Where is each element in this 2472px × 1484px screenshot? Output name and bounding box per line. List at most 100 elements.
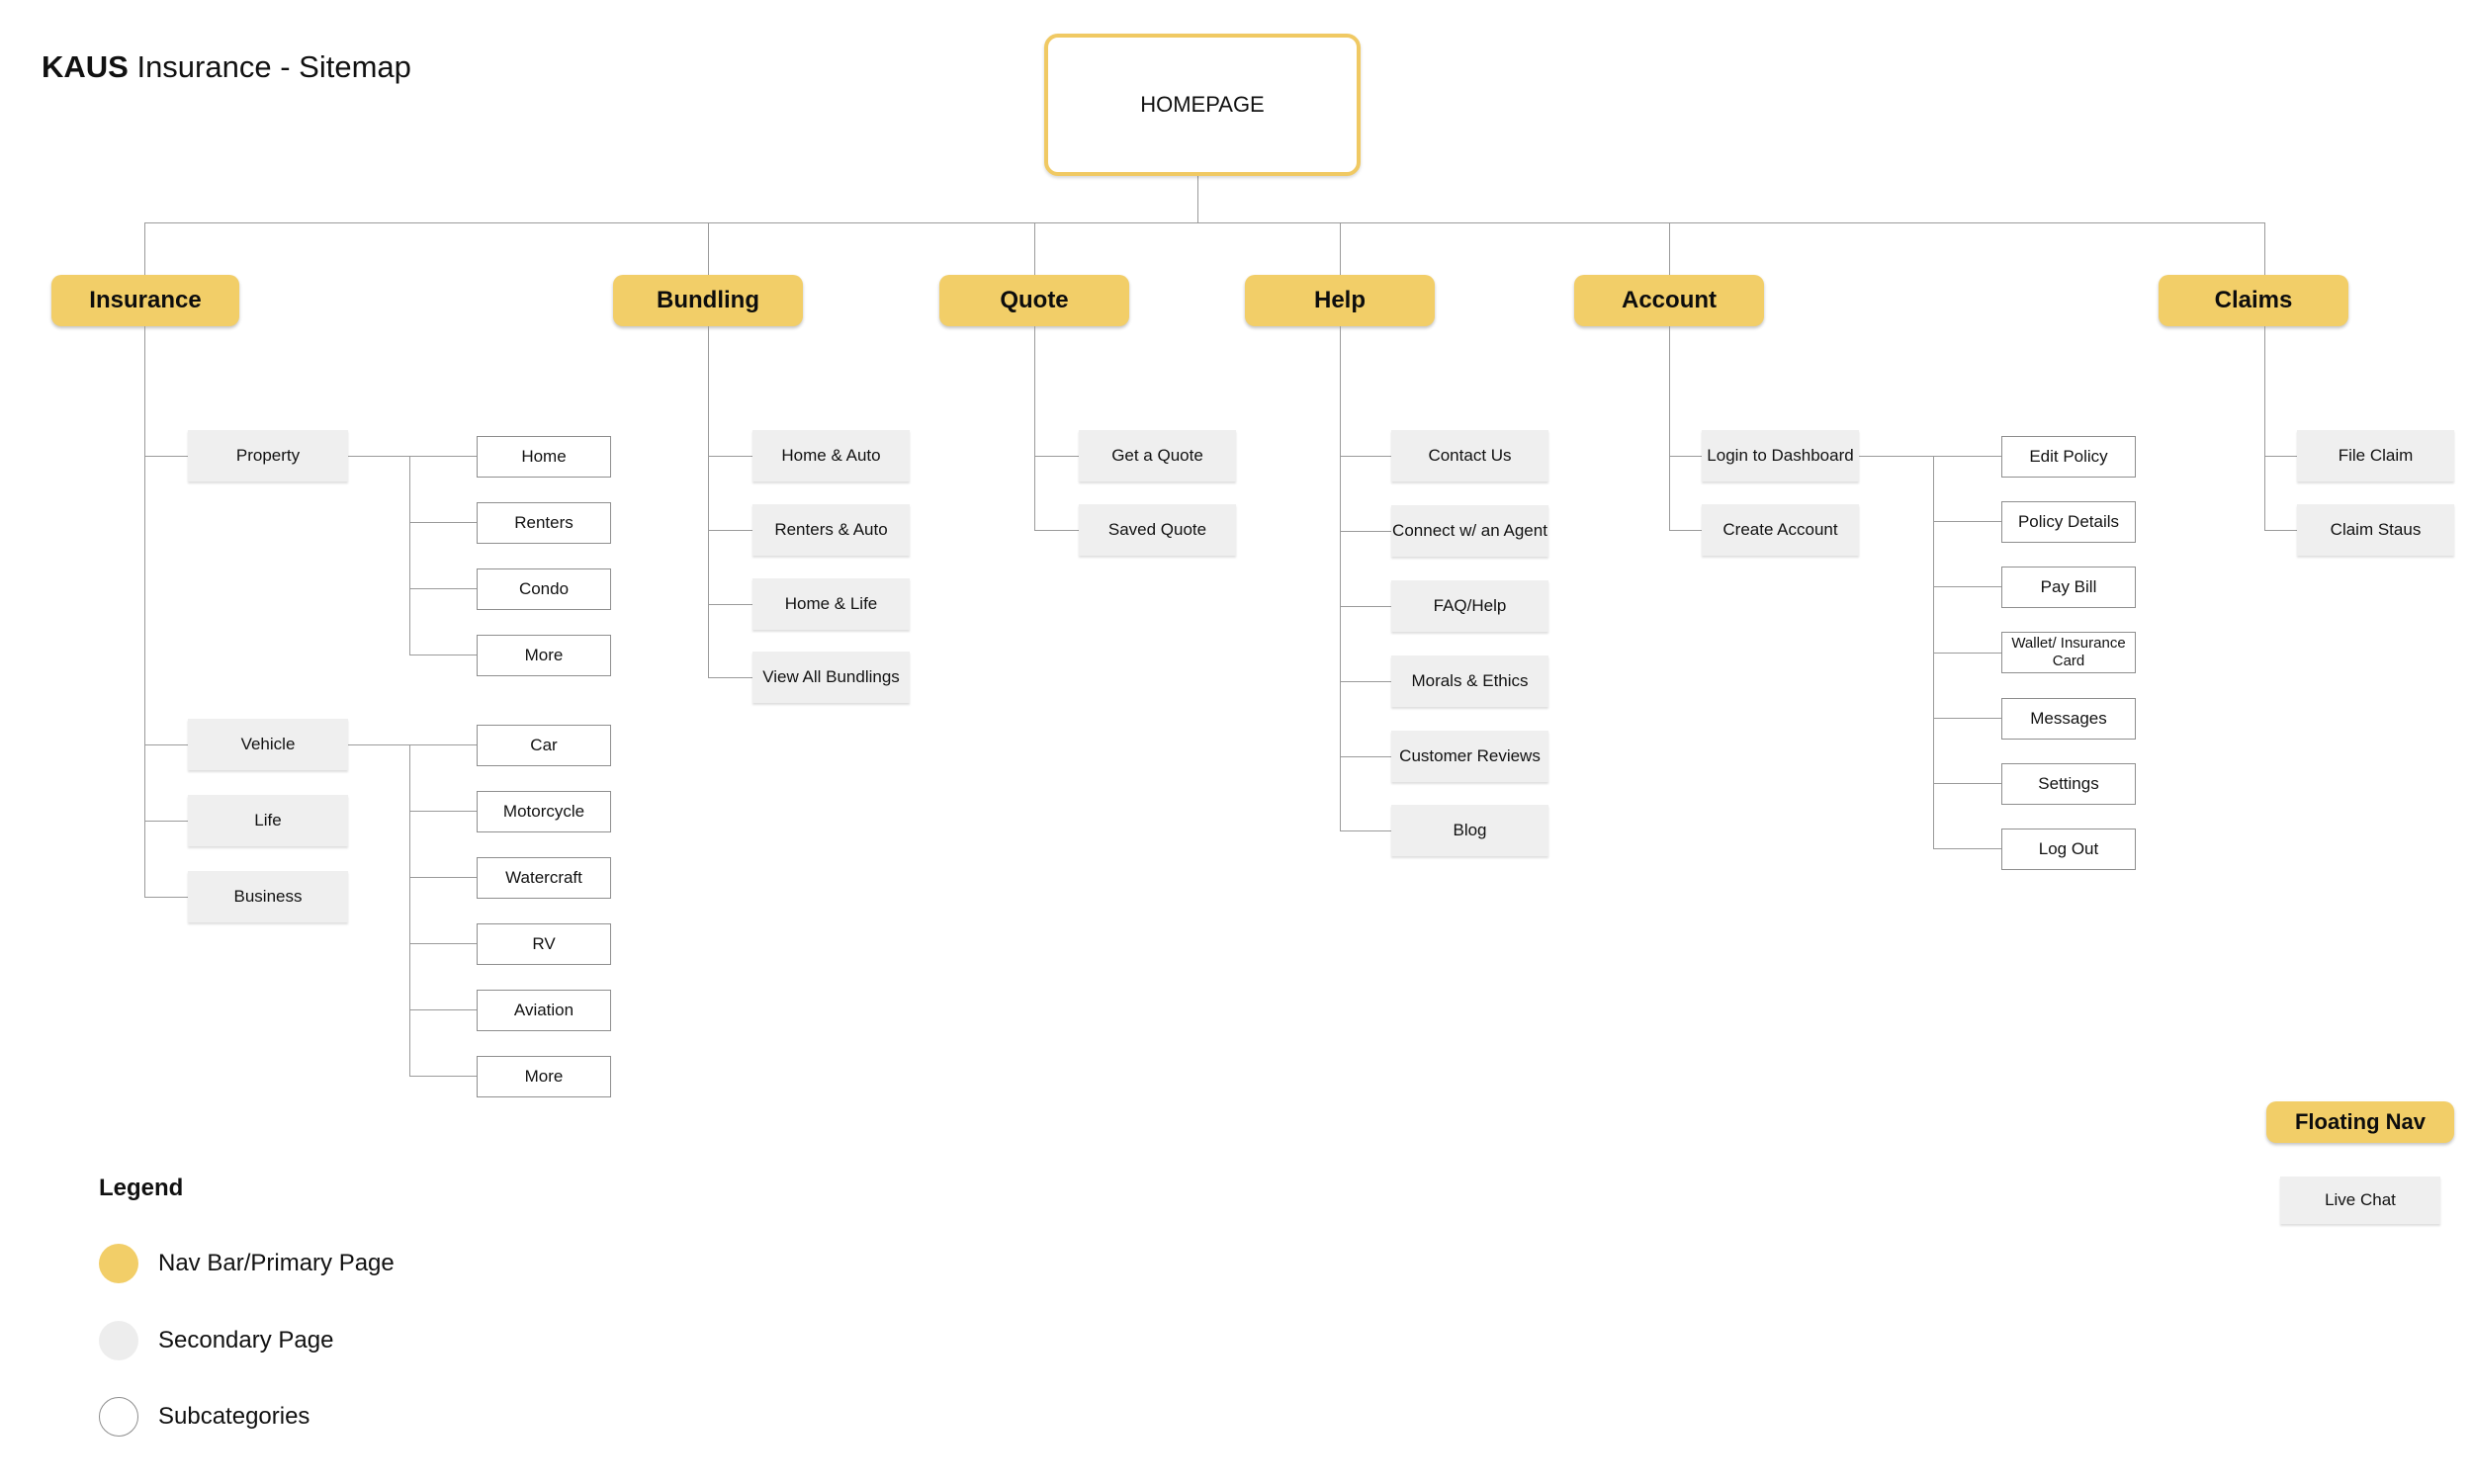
node-business[interactable]: Business xyxy=(188,871,348,922)
node-label: Policy Details xyxy=(2017,511,2120,531)
connector-help-stub-6 xyxy=(1340,830,1391,831)
node-label: Renters xyxy=(514,512,574,532)
node-label: Bundling xyxy=(657,286,759,313)
node-label: Settings xyxy=(2038,773,2099,793)
connector-drop-quote xyxy=(1034,222,1035,275)
connector-insurance-stub-vehicle xyxy=(144,744,188,745)
node-label: More xyxy=(524,1066,564,1086)
node-renters[interactable]: Renters xyxy=(477,502,611,544)
connector-vehicle-sub-more xyxy=(409,1076,477,1077)
connector-drop-claims xyxy=(2264,222,2265,275)
node-label: Quote xyxy=(1000,286,1069,313)
node-life[interactable]: Life xyxy=(188,795,348,846)
node-label: Log Out xyxy=(2038,838,2099,858)
node-live-chat[interactable]: Live Chat xyxy=(2280,1177,2440,1224)
node-connect-with-agent[interactable]: Connect w/ an Agent xyxy=(1391,505,1548,557)
node-home[interactable]: Home xyxy=(477,436,611,478)
node-insurance[interactable]: Insurance xyxy=(51,275,239,326)
connector-root-bus xyxy=(144,222,2265,223)
node-rv[interactable]: RV xyxy=(477,923,611,965)
node-label: View All Bundlings xyxy=(762,666,900,686)
node-get-a-quote[interactable]: Get a Quote xyxy=(1079,430,1236,481)
node-messages[interactable]: Messages xyxy=(2001,698,2136,740)
node-label: Messages xyxy=(2030,708,2107,728)
node-file-claim[interactable]: File Claim xyxy=(2297,430,2454,481)
node-edit-policy[interactable]: Edit Policy xyxy=(2001,436,2136,478)
node-motorcycle[interactable]: Motorcycle xyxy=(477,791,611,832)
connector-dashboard-sub-1 xyxy=(1933,456,2001,457)
node-label: Aviation xyxy=(513,1000,574,1019)
legend-swatch-secondary-icon xyxy=(99,1321,138,1360)
node-home-life[interactable]: Home & Life xyxy=(752,578,910,630)
node-more-vehicle[interactable]: More xyxy=(477,1056,611,1097)
legend-title: Legend xyxy=(99,1175,184,1201)
node-blog[interactable]: Blog xyxy=(1391,805,1548,856)
node-label: HOMEPAGE xyxy=(1140,92,1265,118)
node-saved-quote[interactable]: Saved Quote xyxy=(1079,504,1236,556)
node-account[interactable]: Account xyxy=(1574,275,1764,326)
node-morals-ethics[interactable]: Morals & Ethics xyxy=(1391,655,1548,707)
node-label: Get a Quote xyxy=(1111,445,1203,465)
node-homepage[interactable]: HOMEPAGE xyxy=(1044,34,1361,176)
node-faq-help[interactable]: FAQ/Help xyxy=(1391,580,1548,632)
node-create-account[interactable]: Create Account xyxy=(1702,504,1859,556)
node-more-property[interactable]: More xyxy=(477,635,611,676)
connector-help-stub-2 xyxy=(1340,531,1391,532)
node-customer-reviews[interactable]: Customer Reviews xyxy=(1391,731,1548,782)
node-condo[interactable]: Condo xyxy=(477,568,611,610)
connector-claims-stub-1 xyxy=(2264,456,2297,457)
connector-root-stem xyxy=(1197,176,1198,222)
node-wallet-insurance-card[interactable]: Wallet/ Insurance Card xyxy=(2001,632,2136,673)
node-quote[interactable]: Quote xyxy=(939,275,1129,326)
node-claims[interactable]: Claims xyxy=(2159,275,2348,326)
node-contact-us[interactable]: Contact Us xyxy=(1391,430,1548,481)
node-bundling[interactable]: Bundling xyxy=(613,275,803,326)
node-label: Floating Nav xyxy=(2294,1109,2426,1135)
node-label: Motorcycle xyxy=(502,801,585,821)
node-label: Life xyxy=(254,810,282,829)
node-floating-nav[interactable]: Floating Nav xyxy=(2266,1101,2454,1143)
node-label: Contact Us xyxy=(1428,445,1512,465)
node-policy-details[interactable]: Policy Details xyxy=(2001,501,2136,543)
node-renters-auto[interactable]: Renters & Auto xyxy=(752,504,910,556)
node-label: Claims xyxy=(2214,286,2293,313)
node-vehicle[interactable]: Vehicle xyxy=(188,719,348,770)
node-car[interactable]: Car xyxy=(477,725,611,766)
node-log-out[interactable]: Log Out xyxy=(2001,829,2136,870)
connector-help-stub-4 xyxy=(1340,681,1391,682)
connector-vehicle-out xyxy=(348,744,409,745)
connector-quote-stub-2 xyxy=(1034,530,1079,531)
page-title: KAUS Insurance - Sitemap xyxy=(42,49,411,85)
connector-dashboard-sub-6 xyxy=(1933,783,2001,784)
brand-name: KAUS xyxy=(42,49,129,84)
connector-claims-spine xyxy=(2264,326,2265,530)
connector-drop-insurance xyxy=(144,222,145,275)
connector-dashboard-out xyxy=(1859,456,1933,457)
node-label: Renters & Auto xyxy=(774,519,888,539)
connector-bundling-stub-4 xyxy=(708,677,752,678)
connector-help-stub-1 xyxy=(1340,456,1391,457)
node-label: Pay Bill xyxy=(2040,576,2097,596)
node-view-all-bundlings[interactable]: View All Bundlings xyxy=(752,652,910,703)
connector-property-sub-renters xyxy=(409,522,477,523)
node-watercraft[interactable]: Watercraft xyxy=(477,857,611,899)
node-home-auto[interactable]: Home & Auto xyxy=(752,430,910,481)
node-help[interactable]: Help xyxy=(1245,275,1435,326)
connector-bundling-stub-2 xyxy=(708,530,752,531)
connector-insurance-stub-property xyxy=(144,456,188,457)
node-property[interactable]: Property xyxy=(188,430,348,481)
node-label: Watercraft xyxy=(505,867,582,887)
node-label: Car xyxy=(530,735,558,754)
node-login-dashboard[interactable]: Login to Dashboard xyxy=(1702,430,1859,481)
connector-vehicle-sub-car xyxy=(409,744,477,745)
node-settings[interactable]: Settings xyxy=(2001,763,2136,805)
node-label: Help xyxy=(1313,286,1366,313)
connector-help-stub-3 xyxy=(1340,606,1391,607)
connector-property-out xyxy=(348,456,409,457)
node-label: Live Chat xyxy=(2325,1189,2396,1209)
node-label: More xyxy=(524,645,564,664)
node-aviation[interactable]: Aviation xyxy=(477,990,611,1031)
node-claim-status[interactable]: Claim Staus xyxy=(2297,504,2454,556)
legend-label: Subcategories xyxy=(158,1403,310,1430)
node-pay-bill[interactable]: Pay Bill xyxy=(2001,567,2136,608)
